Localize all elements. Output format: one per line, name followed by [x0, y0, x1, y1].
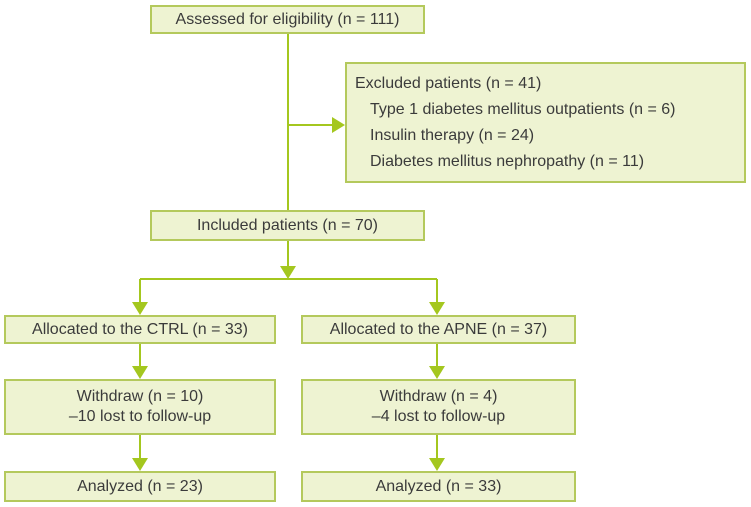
node-allocated-apne-label: Allocated to the APNE (n = 37): [329, 320, 548, 338]
arrowhead-excluded: [332, 117, 345, 133]
arrowhead-analyzed-apne: [429, 458, 445, 471]
arrowhead-split: [280, 266, 296, 279]
node-analyzed-apne: Analyzed (n = 33): [301, 471, 576, 502]
node-excluded-item: Type 1 diabetes mellitus outpatients (n …: [370, 100, 676, 118]
arrowhead-analyzed-ctrl: [132, 458, 148, 471]
node-excluded-item: Insulin therapy (n = 24): [370, 126, 535, 144]
node-allocated-ctrl: Allocated to the CTRL (n = 33): [4, 315, 276, 344]
arrowhead-withdraw-ctrl: [132, 366, 148, 379]
arrowhead-allocated-apne: [429, 302, 445, 315]
node-analyzed-ctrl-label: Analyzed (n = 23): [77, 477, 203, 495]
node-assessed: Assessed for eligibility (n = 111): [150, 5, 425, 34]
arrowhead-allocated-ctrl: [132, 302, 148, 315]
node-withdraw-apne: Withdraw (n = 4) –4 lost to follow-up: [301, 379, 576, 435]
node-excluded: Excluded patients (n = 41) Type 1 diabet…: [345, 62, 746, 183]
node-withdraw-apne-line1: Withdraw (n = 4): [379, 388, 498, 405]
node-allocated-ctrl-label: Allocated to the CTRL (n = 33): [32, 320, 248, 338]
node-withdraw-ctrl-line1: Withdraw (n = 10): [76, 388, 204, 405]
node-analyzed-ctrl: Analyzed (n = 23): [4, 471, 276, 502]
node-allocated-apne: Allocated to the APNE (n = 37): [301, 315, 576, 344]
node-included-label: Included patients (n = 70): [196, 216, 378, 234]
node-withdraw-ctrl-line2: –10 lost to follow-up: [68, 408, 212, 425]
node-included: Included patients (n = 70): [150, 210, 425, 241]
node-assessed-label: Assessed for eligibility (n = 111): [175, 10, 400, 28]
node-excluded-item: Diabetes mellitus nephropathy (n = 11): [370, 152, 645, 170]
arrowhead-withdraw-apne: [429, 366, 445, 379]
node-withdraw-ctrl: Withdraw (n = 10) –10 lost to follow-up: [4, 379, 276, 435]
node-excluded-title: Excluded patients (n = 41): [355, 74, 542, 92]
node-withdraw-apne-line2: –4 lost to follow-up: [371, 408, 506, 425]
node-analyzed-apne-label: Analyzed (n = 33): [375, 477, 502, 495]
